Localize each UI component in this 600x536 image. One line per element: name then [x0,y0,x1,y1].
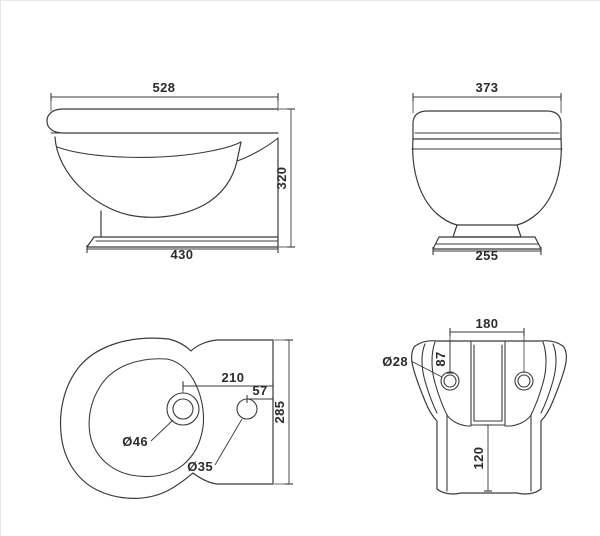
side-bowl-shoulder [236,137,279,162]
back-central-recess [470,340,506,426]
plan-view: Ø46 Ø35 210 57 285 [59,337,293,499]
dim-base-width-255: 255 [476,248,499,263]
dim-small-hole-offset-57: 57 [252,383,267,398]
dim-small-hole-diameter-35: Ø35 [187,459,213,474]
dim-outlet-offset-210: 210 [222,370,245,385]
plan-outlet-outer-circle [166,392,200,426]
side-bowl-outline [54,136,242,218]
front-rim-outline [412,110,562,140]
front-bowl-outline [412,138,562,226]
back-lower-body [446,414,532,427]
dim-overall-length-528: 528 [153,80,176,95]
dim-plan-depth-285: 285 [272,401,287,424]
back-left-shoulder [421,343,438,414]
side-bowl-upper-curve [56,141,242,158]
side-base-outline [86,236,279,248]
back-leader-d28 [410,360,443,378]
dim-outlet-diameter-46: Ø46 [122,434,148,449]
plan-outer-outline [59,337,274,499]
back-left-shoulder-2 [431,341,448,416]
plan-inner-outline [88,358,205,478]
dim-base-length-430: 430 [171,247,194,262]
dim-height-320: 320 [274,167,289,190]
back-right-shoulder [540,343,557,414]
back-left-fixing-hole-inner [443,374,457,388]
dim-fixing-hole-diameter-28: Ø28 [382,354,408,369]
dim-fixing-centres-180: 180 [476,316,499,331]
dim-recess-height-120: 120 [471,447,486,470]
back-view: Ø28 180 87 120 [382,316,567,495]
front-elevation-view: 373 255 [411,80,563,263]
dim-overall-width-373: 373 [476,80,499,95]
back-right-shoulder-2 [530,341,547,416]
front-pedestal-outline [452,224,522,238]
plan-outlet-inner-circle [172,398,194,420]
back-right-fixing-hole-inner [517,374,531,388]
plan-leader-d46 [150,419,174,442]
back-outer-outline [411,340,567,495]
side-elevation-view: 528 320 430 [46,80,295,262]
back-central-recess-inner [473,344,503,422]
plan-leader-d35 [214,418,243,466]
side-body-outline [46,108,279,134]
dim-fixing-height-87: 87 [433,351,448,366]
